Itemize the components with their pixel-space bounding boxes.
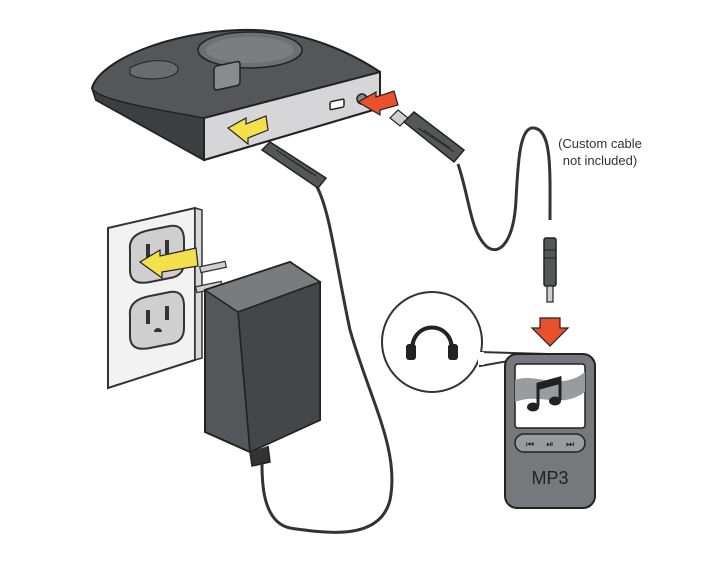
headphones-icon [406, 325, 458, 360]
audio-plug-mp3 [543, 237, 557, 303]
power-plug [260, 141, 328, 190]
power-cable [260, 184, 394, 534]
mp3-label: MP3 [531, 468, 568, 488]
cable-note: (Custom cable not included) [540, 135, 660, 169]
music-note-icon [527, 376, 562, 412]
audio-cable [456, 126, 552, 252]
cable-note-line-2: not included) [562, 153, 638, 168]
next-control[interactable]: ⏭ [566, 440, 574, 450]
mp3-controls [514, 433, 586, 453]
red-arrow-mp3 [530, 317, 570, 347]
cable-note-line-1: (Custom cable [558, 136, 642, 151]
power-port [213, 60, 241, 91]
wall-outlet [107, 206, 203, 390]
power-adapter [194, 260, 322, 467]
red-arrow-audio-port [356, 90, 399, 117]
yellow-arrow-outlet [138, 247, 199, 280]
play-pause-control[interactable]: ⏯ [546, 440, 553, 450]
usb-port [329, 98, 345, 111]
audio-plug [389, 109, 466, 164]
speakerphone [90, 28, 381, 162]
yellow-arrow-power-port [226, 115, 269, 146]
outlet-socket-bottom [128, 290, 185, 350]
arrow-icon [138, 90, 570, 347]
mp3-player: ⏮ ⏯ ⏭ MP3 [504, 353, 596, 509]
prev-control[interactable]: ⏮ [526, 440, 534, 450]
